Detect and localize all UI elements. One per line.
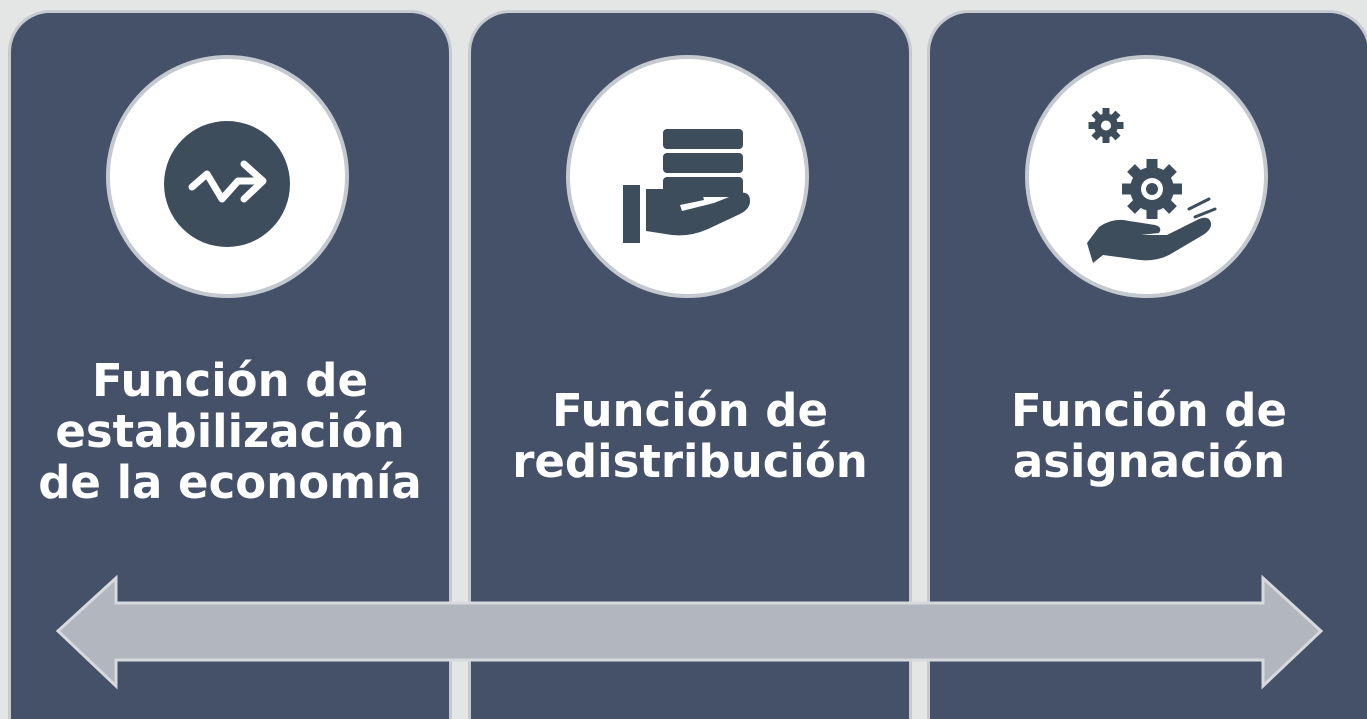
hand-icon (1087, 197, 1217, 263)
icon-circle (106, 55, 349, 298)
large-gear-icon (1122, 159, 1182, 219)
icon-circle (1025, 55, 1268, 298)
card-title: Función de estabilización de la economía (38, 354, 422, 509)
hand-with-coins-icon (623, 129, 750, 243)
allocation-function-card: Función de asignación (927, 10, 1367, 719)
trend-arrow-icon (164, 121, 290, 247)
redistribution-function-card: Función de redistribución (468, 10, 912, 719)
small-gear-icon (1088, 108, 1124, 143)
card-title: Función de redistribución (512, 384, 868, 488)
card-title: Función de asignación (1010, 384, 1288, 488)
icon-circle (566, 55, 809, 298)
stabilization-function-card: Función de estabilización de la economía (8, 10, 452, 719)
hand-with-gears-icon (1087, 108, 1217, 263)
